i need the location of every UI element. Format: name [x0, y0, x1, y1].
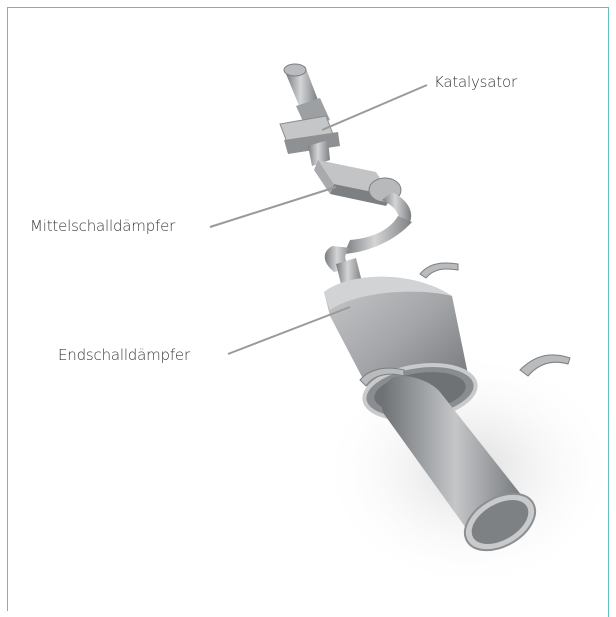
- leader-line-rear-muffler: [228, 307, 350, 354]
- label-rear-muffler: Endschalldämpfer: [58, 346, 190, 364]
- leader-line-catalyst: [322, 85, 427, 130]
- label-middle-muffler: Mittelschalldämpfer: [30, 217, 175, 235]
- label-catalyst: Katalysator: [434, 73, 517, 91]
- hanger-bracket-top: [420, 263, 458, 278]
- catalyst-assembly: [280, 64, 340, 154]
- intermediate-pipe: [325, 192, 412, 288]
- leader-line-middle-muffler: [210, 187, 336, 227]
